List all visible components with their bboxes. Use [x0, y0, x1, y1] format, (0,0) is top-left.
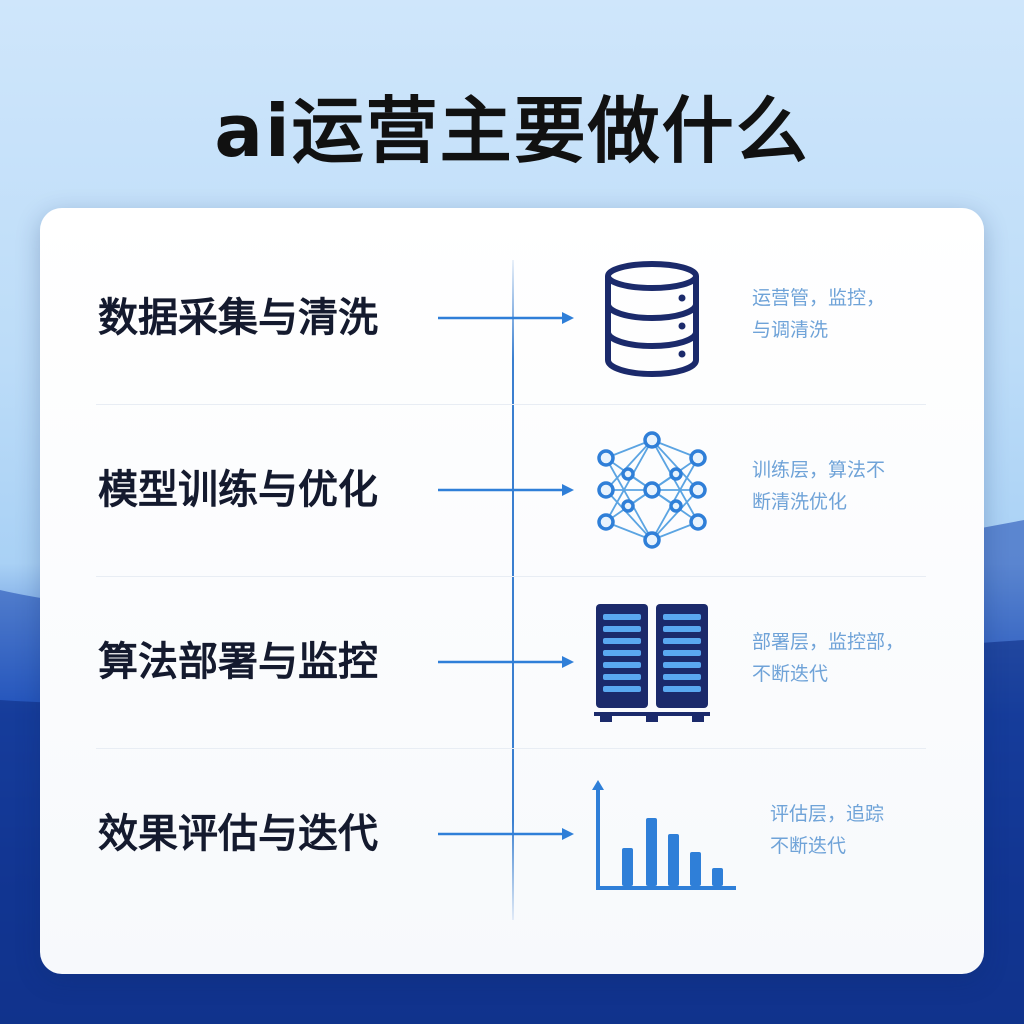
row-divider [96, 748, 926, 749]
description-line: 部署层，监控部， [752, 631, 905, 653]
description-line: 断清洗优化 [752, 491, 848, 513]
description-line: 训练层，算法不 [752, 459, 886, 481]
description-line: 评估层，追踪 [770, 803, 885, 825]
step-label: 模型训练与优化 [98, 467, 378, 513]
database-icon [605, 261, 699, 378]
step-row-data-collection: 数据采集与清洗 运营管，监控， 与调清洗 [40, 232, 984, 404]
step-row-model-training: 模型训练与优化 训练层，算法不 断清洗优化 [40, 404, 984, 576]
arrow-right-icon [438, 484, 574, 496]
step-row-deployment: 算法部署与监控 部署层，监控部， 不断迭代 [40, 576, 984, 748]
bar-chart-icon [592, 780, 736, 890]
step-description: 运营管，监控， 与调清洗 [752, 282, 932, 346]
page-title: ai运营主要做什么 [214, 89, 810, 173]
arrow-right-icon [438, 828, 574, 840]
step-row-evaluation: 效果评估与迭代 评估层，追踪 不断迭代 [40, 748, 984, 920]
row-divider [96, 404, 926, 405]
description-line: 不断迭代 [770, 835, 847, 857]
description-line: 与调清洗 [752, 319, 829, 341]
vertical-timeline-line [512, 260, 514, 920]
neural-network-icon [597, 431, 707, 549]
row-divider [96, 576, 926, 577]
content-card: 数据采集与清洗 运营管，监控， 与调清洗 模型训练与优化 [40, 208, 984, 974]
description-line: 不断迭代 [752, 663, 829, 685]
arrow-right-icon [438, 656, 574, 668]
server-icon [594, 604, 710, 722]
step-label: 效果评估与迭代 [98, 811, 378, 857]
step-label: 数据采集与清洗 [98, 295, 378, 341]
step-description: 评估层，追踪 不断迭代 [770, 798, 950, 862]
step-description: 训练层，算法不 断清洗优化 [752, 454, 932, 518]
step-label: 算法部署与监控 [98, 639, 378, 685]
arrow-right-icon [438, 312, 574, 324]
description-line: 运营管，监控， [752, 287, 886, 309]
step-description: 部署层，监控部， 不断迭代 [752, 626, 932, 690]
